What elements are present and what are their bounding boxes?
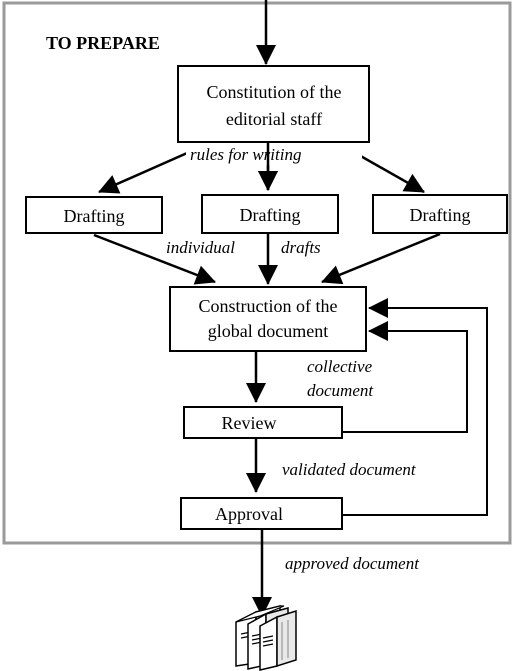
node-drafting-right: Drafting: [372, 194, 508, 234]
edge-drafting-left-to-construction: [93, 233, 216, 285]
node-drafting-right-label: Drafting: [410, 205, 471, 225]
node-approval-label: Approval: [215, 504, 283, 524]
node-construction: Construction of the global document: [169, 286, 367, 352]
node-constitution: Constitution of the editorial staff: [177, 65, 370, 143]
node-drafting-left: Drafting: [25, 196, 163, 234]
label-rules-for-writing: rules for writing: [190, 145, 301, 164]
edge-review-feedback: [343, 321, 468, 433]
node-review: Review: [183, 406, 343, 439]
node-constitution-line-1: Constitution of the: [207, 82, 342, 102]
label-collective: collective: [307, 357, 373, 376]
node-approval: Approval: [180, 497, 343, 530]
node-constitution-line-2: editorial staff: [226, 109, 322, 129]
edge-approval-feedback: [343, 298, 488, 516]
label-drafts: drafts: [281, 238, 321, 257]
stacked-binders-icon: [235, 605, 297, 671]
label-validated-document: validated document: [282, 460, 417, 479]
node-review-label: Review: [222, 413, 277, 433]
label-approved-document: approved document: [285, 554, 420, 573]
edge-drafting-right-to-construction: [321, 232, 441, 285]
label-individual: individual: [166, 238, 235, 257]
node-construction-line-2: global document: [208, 321, 328, 341]
node-drafting-left-label: Drafting: [64, 206, 125, 226]
node-construction-line-1: Construction of the: [199, 296, 338, 316]
frame-title: TO PREPARE: [46, 33, 160, 53]
node-drafting-center-label: Drafting: [240, 205, 301, 225]
process-frame: [2, 1, 512, 545]
label-collective-document: document: [307, 381, 374, 400]
node-drafting-center: Drafting: [201, 194, 339, 234]
